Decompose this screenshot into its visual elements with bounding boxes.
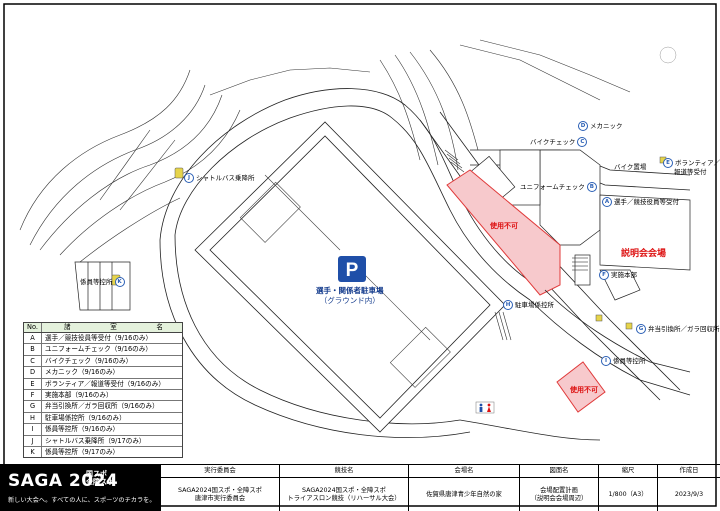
legend-name: 係員等控所（9/17のみ） [45,447,120,456]
legend-no: E [24,378,42,389]
date-cell: 作成日 2023/9/3 [657,465,720,511]
venue-label: 説明会会場 [621,249,667,259]
closed-area-large [446,169,561,296]
legend-name: バイクチェック（9/16のみ） [45,356,133,365]
legend-name: ユニフォームチェック（9/16のみ） [45,345,152,354]
parking-label: 選手・関係者駐車場 （グラウンド内） [316,286,384,305]
brand-logo: SAGA 2024 国スポ全障スポ 新しい大会へ。すべての人に、スポーツのチカラ… [0,465,160,511]
legend-name: ボランティア／報道等受付（9/16のみ） [45,379,165,388]
committee-cell: 実行委員会 SAGA2024国スポ・全障スポ唐津市実行委員会 [160,465,279,511]
legend-no: G [24,401,42,412]
north-arrow-icon [659,46,677,64]
legend-no: B [24,344,42,355]
legend-name: 駐車場係控所（9/16のみ） [45,413,126,422]
legend-no: K [24,446,42,458]
legend-no: H [24,412,42,424]
closed-label-1: 使用不可 [490,222,518,230]
legend-header: No. 諸 室 名 [24,323,182,333]
legend-name: 選手／競技役員等受付（9/16のみ） [45,334,153,342]
legend-no: C [24,355,42,367]
svg-text:P: P [346,260,359,281]
closed-area-small [556,361,606,413]
legend-no: D [24,367,42,378]
legend-no: J [24,435,42,446]
legend-no: I [24,424,42,435]
legend-name: メカニック（9/16のみ） [45,368,120,377]
closed-label-2: 使用不可 [570,386,598,394]
scale-cell: 縮尺 1/800（A3） [598,465,657,511]
legend-name: シャトルバス乗降所（9/17のみ） [45,436,146,445]
venue-cell: 会場名 佐賀県唐津青少年自然の家 [408,465,519,511]
legend-name: 弁当引換所／ガラ回収所（9/16のみ） [45,402,159,411]
legend-no: F [24,389,42,401]
toilet-icon [475,401,495,414]
title-block: SAGA 2024 国スポ全障スポ 新しい大会へ。すべての人に、スポーツのチカラ… [0,464,720,511]
legend-no: A [24,333,42,344]
event-cell: 競技名 SAGA2024国スポ・全障スポトライアスロン競技（リハーサル大会） [279,465,408,511]
drawing-cell: 図面名 会場配置計画（説明会会場周辺） [519,465,598,511]
bike-parking-label: バイク置場 [614,163,647,171]
parking-icon: P [338,256,366,282]
legend-name: 係員等控所（9/16のみ） [45,425,120,434]
bus-icon [174,167,184,179]
legend-name: 実施本部（9/16のみ） [45,390,113,399]
